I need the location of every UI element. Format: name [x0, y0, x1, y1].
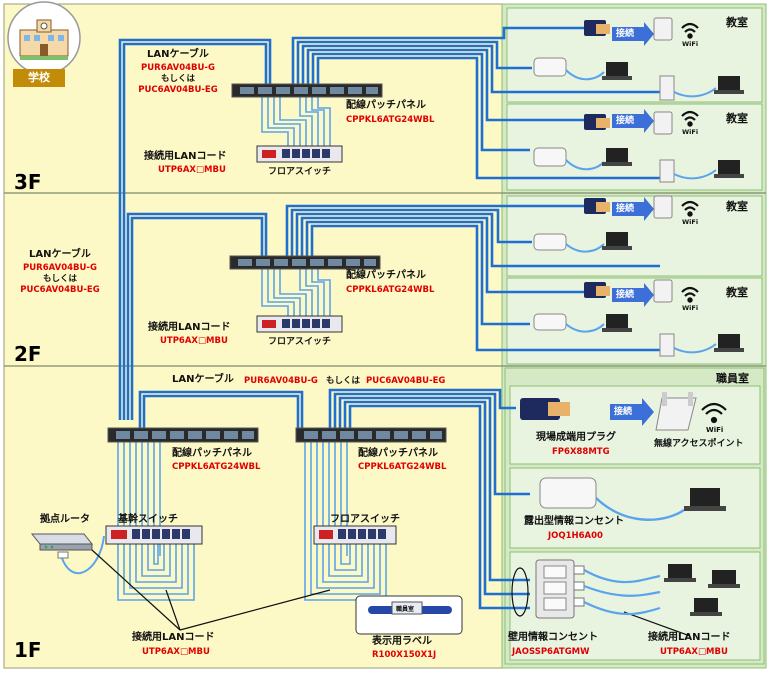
classroom-devices	[533, 17, 744, 357]
lan-cable-3f-or: もしくは	[160, 74, 196, 84]
floor-switch-1f-label: フロアスイッチ	[330, 514, 400, 525]
patch-panel-1f-left-label: 配線パッチパネル	[172, 448, 252, 459]
patch-cord-2f-model: UTP6AX□MBU	[160, 336, 228, 346]
patch-panel-1f-right-model: CPPKL6ATG24WBL	[358, 462, 447, 472]
lan-cable-1f-model-b: PUC6AV04BU-EG	[366, 376, 446, 386]
classroom-label: 教室	[726, 112, 748, 125]
wifi-label: WiFi	[682, 40, 699, 48]
floor-switch-3f-label: フロアスイッチ	[268, 167, 332, 177]
field-plug-label: 現場成端用プラグ	[536, 432, 616, 443]
wifi-label: WiFi	[706, 426, 724, 434]
wireless-ap-device	[655, 392, 697, 431]
patch-cords-1f-core	[117, 442, 195, 601]
lan-cable-1f-label: LANケーブル	[172, 374, 234, 385]
core-switch-label: 基幹スイッチ	[118, 514, 178, 525]
patch-panel-2f-model: CPPKL6ATG24WBL	[346, 285, 435, 295]
wall-outlet-model: JAOSSP6ATGMW	[512, 647, 590, 657]
patch-panel-2f-label: 配線パッチパネル	[346, 270, 426, 281]
building-area	[3, 3, 503, 669]
patch-cord-3f-model: UTP6AX□MBU	[158, 165, 226, 175]
patch-cord-2f-label: 接続用LANコード	[148, 322, 231, 333]
patch-cord-1f-model: UTP6AX□MBU	[142, 647, 210, 657]
school-building-icon	[7, 1, 81, 75]
patch-cord-staff-label: 接続用LANコード	[648, 632, 731, 643]
display-label-tag-text: 職員室	[396, 606, 415, 613]
patch-cords-3f	[261, 96, 331, 148]
patch-cord-3f-label: 接続用LANコード	[144, 151, 227, 162]
patch-panel-3f-model: CPPKL6ATG24WBL	[346, 115, 435, 125]
patch-cords-2f	[261, 268, 331, 318]
lan-cable-1f-model-a: PUR6AV04BU-G	[244, 376, 318, 386]
patch-cord-1f-label: 接続用LANコード	[132, 632, 215, 643]
lan-cable-2f-label: LANケーブル	[29, 249, 91, 260]
classroom-label: 教室	[726, 200, 748, 213]
surface-outlet-label: 露出型情報コンセント	[524, 516, 624, 527]
surface-outlet-model: JOQ1H6A00	[548, 531, 603, 541]
lan-cable-1f-or: もしくは	[326, 376, 361, 386]
lan-cable-3f-model-b: PUC6AV04BU-EG	[138, 85, 218, 95]
wall-outlet-device	[511, 559, 740, 619]
wifi-label: WiFi	[682, 218, 699, 226]
connect-label: 接続	[616, 204, 635, 214]
staff-room-label: 職員室	[716, 372, 749, 385]
connect-arrows	[610, 22, 654, 426]
surface-outlet-device	[539, 477, 726, 521]
field-plug-device	[520, 398, 570, 420]
wireless-ap-label: 無線アクセスポイント	[654, 439, 744, 449]
display-label-model: R100X150X1J	[372, 650, 437, 660]
floor-switch-2f-label: フロアスイッチ	[268, 337, 332, 347]
cables-2f	[126, 204, 660, 420]
patch-panel-3f-label: 配線パッチパネル	[346, 100, 426, 111]
cables-3f	[118, 26, 660, 420]
wifi-label: WiFi	[682, 128, 699, 136]
display-label-label: 表示用ラベル	[372, 636, 432, 647]
router-label: 拠点ルータ	[40, 514, 90, 525]
classroom-label: 教室	[726, 286, 748, 299]
wall-outlet-label: 壁用情報コンセント	[508, 632, 598, 643]
lan-cable-2f-or: もしくは	[42, 274, 78, 284]
patch-cord-staff-model: UTP6AX□MBU	[660, 647, 728, 657]
wifi-label: WiFi	[682, 304, 699, 312]
field-plug-model: FP6X88MTG	[552, 447, 610, 457]
lan-cable-2f-model-a: PUR6AV04BU-G	[23, 263, 97, 273]
floor-2f-label: 2F	[14, 342, 42, 366]
connect-label: 接続	[614, 407, 633, 417]
router-device	[30, 533, 94, 551]
lan-cable-2f-model-b: PUC6AV04BU-EG	[20, 285, 100, 295]
cables-1f	[138, 388, 530, 610]
connect-label: 接続	[616, 290, 635, 300]
connect-label: 接続	[616, 116, 635, 126]
patch-cords-1f-floor	[304, 442, 387, 601]
patch-panel-1f-right-label: 配線パッチパネル	[358, 448, 438, 459]
patch-panel-1f-left-model: CPPKL6ATG24WBL	[172, 462, 261, 472]
floor-3f-label: 3F	[14, 170, 42, 194]
display-label-box	[355, 595, 463, 635]
floor-1f-label: 1F	[14, 638, 42, 662]
school-badge: 学校	[13, 69, 65, 87]
lan-cable-3f-label: LANケーブル	[147, 49, 209, 60]
lan-cable-3f-model-a: PUR6AV04BU-G	[141, 63, 215, 73]
wifi-icon	[681, 22, 727, 424]
classroom-label: 教室	[726, 16, 748, 29]
connect-label: 接続	[616, 29, 635, 39]
